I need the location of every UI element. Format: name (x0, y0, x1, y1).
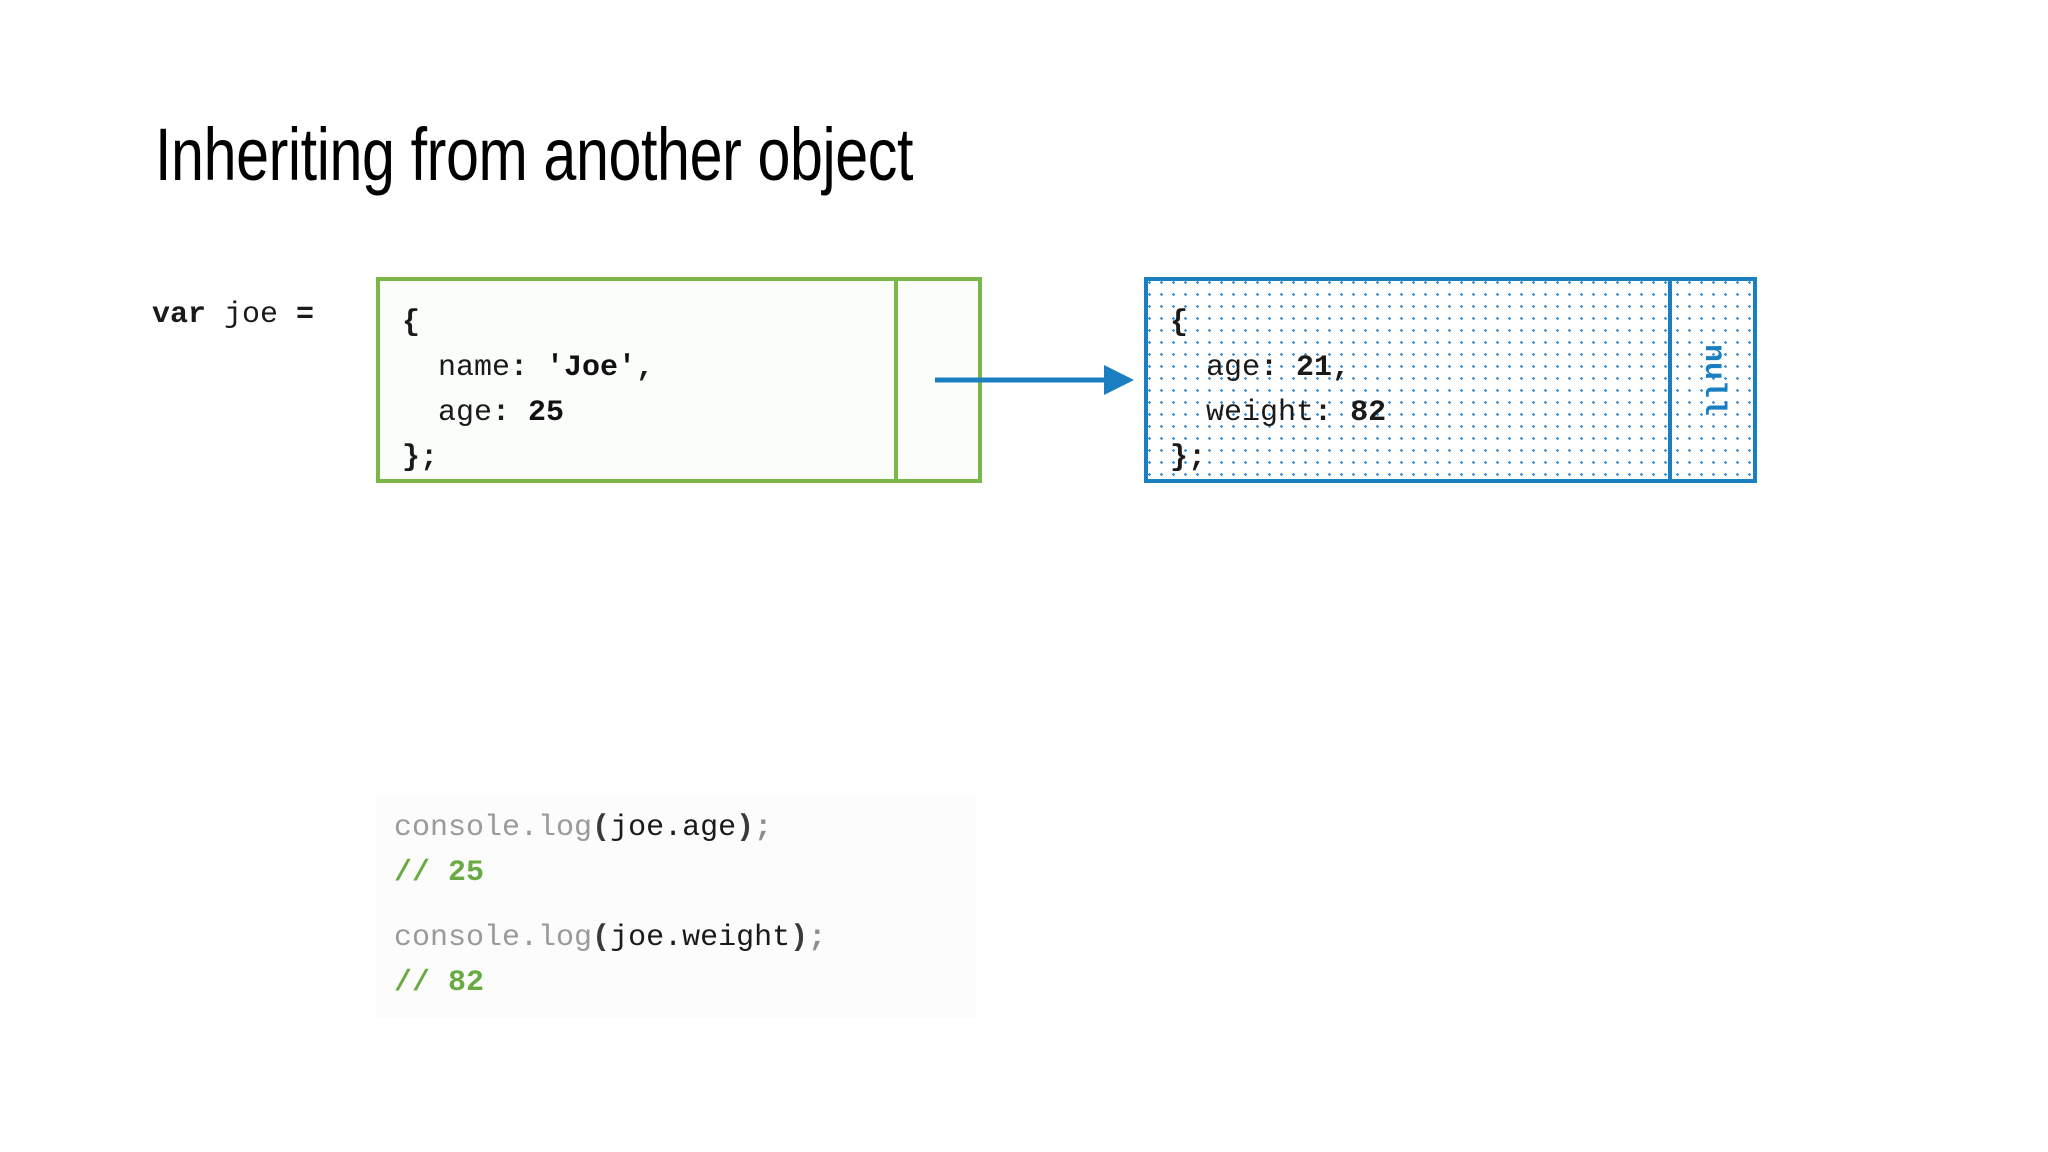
proto-line-2-value: 82 (1350, 396, 1387, 430)
prototype-object-properties-cell: { age: 21, weight: 82 }; (1148, 281, 1672, 479)
page-title: Inheriting from another object (155, 113, 914, 196)
console-log-snippet-weight: console.log(joe.weight); // 82 (376, 906, 976, 1018)
console-log-snippet-age: console.log(joe.age); // 25 (376, 796, 976, 908)
proto-line-2-indent (1170, 396, 1206, 430)
obj-line-1-indent (402, 351, 438, 385)
open-paren: ( (592, 921, 611, 955)
close-paren: ) (790, 921, 809, 955)
obj-line-1-value: 'Joe' (546, 351, 637, 385)
prototype-object-code: { age: 21, weight: 82 }; (1170, 301, 1386, 481)
proto-line-open-brace: { (1170, 306, 1189, 340)
console-log-expression: joe.weight (610, 921, 791, 955)
open-paren: ( (592, 811, 611, 845)
console-output-comment: // 25 (394, 856, 485, 890)
close-paren: ) (736, 811, 755, 845)
null-label: null (1695, 343, 1730, 417)
assignment-operator: = (296, 298, 315, 332)
console-log-prefix: console.log (394, 811, 593, 845)
joe-object-code: { name: 'Joe', age: 25 }; (402, 301, 654, 481)
proto-line-close-brace: }; (1170, 441, 1207, 475)
semicolon: ; (808, 921, 827, 955)
obj-line-2-indent (402, 396, 438, 430)
proto-line-2-colon: : (1314, 396, 1351, 430)
keyword-var: var (152, 298, 207, 332)
prototype-link-arrow (935, 365, 1135, 395)
obj-line-1-colon: : (510, 351, 547, 385)
semicolon: ; (754, 811, 773, 845)
obj-line-1-comma: , (636, 351, 655, 385)
proto-line-1-key: age (1206, 351, 1261, 385)
obj-line-1-key: name (438, 351, 511, 385)
joe-object-box: { name: 'Joe', age: 25 }; (376, 277, 982, 483)
obj-line-2-key: age (438, 396, 493, 430)
identifier-joe: joe (206, 298, 297, 332)
proto-line-2-key: weight (1206, 396, 1315, 430)
obj-line-open-brace: { (402, 306, 421, 340)
obj-line-2-value: 25 (528, 396, 565, 430)
obj-line-2-colon: : (492, 396, 529, 430)
proto-line-1-comma: , (1332, 351, 1351, 385)
joe-object-properties-cell: { name: 'Joe', age: 25 }; (380, 281, 898, 479)
prototype-object-box: { age: 21, weight: 82 }; null (1144, 277, 1757, 483)
console-log-prefix: console.log (394, 921, 593, 955)
proto-line-1-value: 21 (1296, 351, 1333, 385)
variable-declaration: var joe = (152, 300, 314, 330)
console-log-expression: joe.age (610, 811, 737, 845)
proto-line-1-colon: : (1260, 351, 1297, 385)
prototype-object-null-slot: null (1672, 281, 1753, 479)
console-output-comment: // 82 (394, 966, 485, 1000)
proto-line-1-indent (1170, 351, 1206, 385)
obj-line-close-brace: }; (402, 441, 439, 475)
